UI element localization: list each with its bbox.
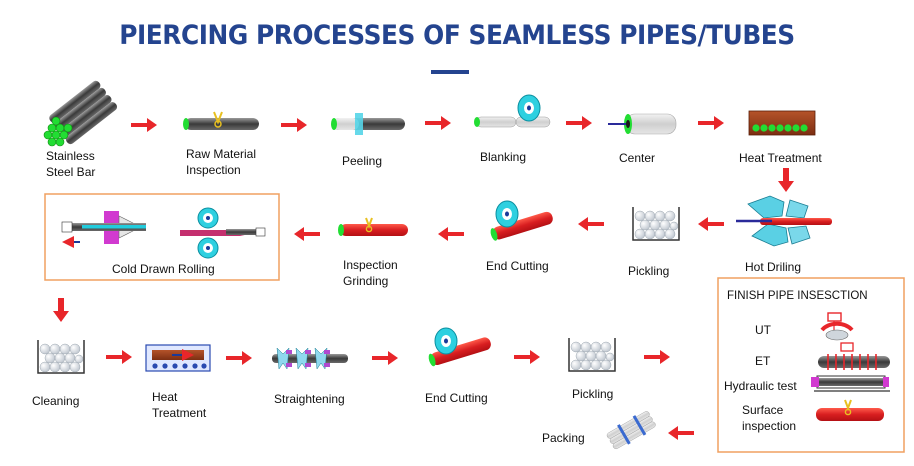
- title-underline: [431, 70, 469, 74]
- centering-icon: [608, 113, 677, 135]
- arrow-right-6: [106, 350, 132, 364]
- label-end-cutting-2: End Cutting: [425, 391, 488, 405]
- label-heat-treatment: Heat Treatment: [739, 151, 822, 165]
- arrow-left-5: [668, 426, 694, 440]
- ut-probe-icon: [820, 312, 854, 341]
- cold-rolling-icon: [180, 207, 266, 259]
- label-et: ET: [755, 354, 771, 368]
- label-peeling: Peeling: [342, 154, 383, 168]
- straightening-icon: [272, 347, 348, 370]
- cold-drawn-rolling-box: [44, 193, 280, 281]
- arrow-right-9: [514, 350, 540, 364]
- label-straightening: Straightening: [274, 392, 345, 406]
- blanking-saw-icon: [474, 94, 551, 128]
- label-pickling-2: Pickling: [572, 387, 614, 401]
- label-cleaning: Cleaning: [32, 394, 80, 408]
- pipe-bundle-icon: [606, 411, 656, 450]
- arrow-right-5: [698, 116, 724, 130]
- arrow-right-8: [372, 351, 398, 365]
- raw-material-inspection-icon: [183, 111, 259, 130]
- arrow-down-1: [778, 168, 794, 192]
- hot-piercing-icon: [736, 195, 832, 247]
- heat-treatment-furnace-icon: [145, 344, 211, 372]
- label-pickling: Pickling: [628, 264, 670, 278]
- arrow-left-2: [578, 217, 604, 231]
- arrow-right-2: [281, 118, 307, 132]
- peeling-icon: [331, 113, 405, 135]
- label-cold-drawn-rolling: Cold Drawn Rolling: [112, 262, 215, 276]
- cold-drawing-icon: [61, 211, 146, 248]
- finish-inspection-title: FINISH PIPE INSESCTION: [727, 290, 868, 302]
- arrow-right-4: [566, 116, 592, 130]
- arrow-down-2: [53, 298, 69, 322]
- page-title: PIERCING PROCESSES OF SEAMLESS PIPES/TUB…: [119, 20, 795, 51]
- pickling-tank-icon: [568, 338, 616, 372]
- end-cutting-saw-icon: [428, 327, 491, 367]
- finish-inspection-box: [717, 277, 905, 453]
- hydraulic-test-icon: [811, 375, 890, 392]
- arrow-right-1: [131, 118, 157, 132]
- label-center: Center: [619, 151, 656, 165]
- et-coil-icon: [818, 342, 890, 370]
- arrow-left-4: [294, 227, 320, 241]
- label-end-cutting: End Cutting: [486, 259, 549, 273]
- label-packing: Packing: [542, 431, 585, 445]
- arrow-right-10: [644, 350, 670, 364]
- arrow-right-7: [226, 351, 252, 365]
- pickling-tank-icon: [632, 207, 680, 241]
- arrow-left-1: [698, 217, 724, 231]
- label-hydraulic-test: Hydraulic test: [724, 379, 797, 393]
- cleaning-tank-icon: [37, 340, 85, 374]
- end-cutting-saw-icon: [490, 200, 553, 241]
- heat-treatment-furnace-icon: [748, 110, 816, 136]
- label-hot-driling: Hot Driling: [745, 260, 802, 274]
- label-ut: UT: [755, 323, 771, 337]
- arrow-left-3: [438, 227, 464, 241]
- label-blanking: Blanking: [480, 150, 527, 164]
- flow-arrows: [53, 116, 794, 440]
- arrow-right-3: [425, 116, 451, 130]
- steel-bar-bundle-icon: [43, 80, 118, 147]
- inspection-grinding-icon: [338, 217, 408, 236]
- surface-inspection-icon: [816, 399, 884, 421]
